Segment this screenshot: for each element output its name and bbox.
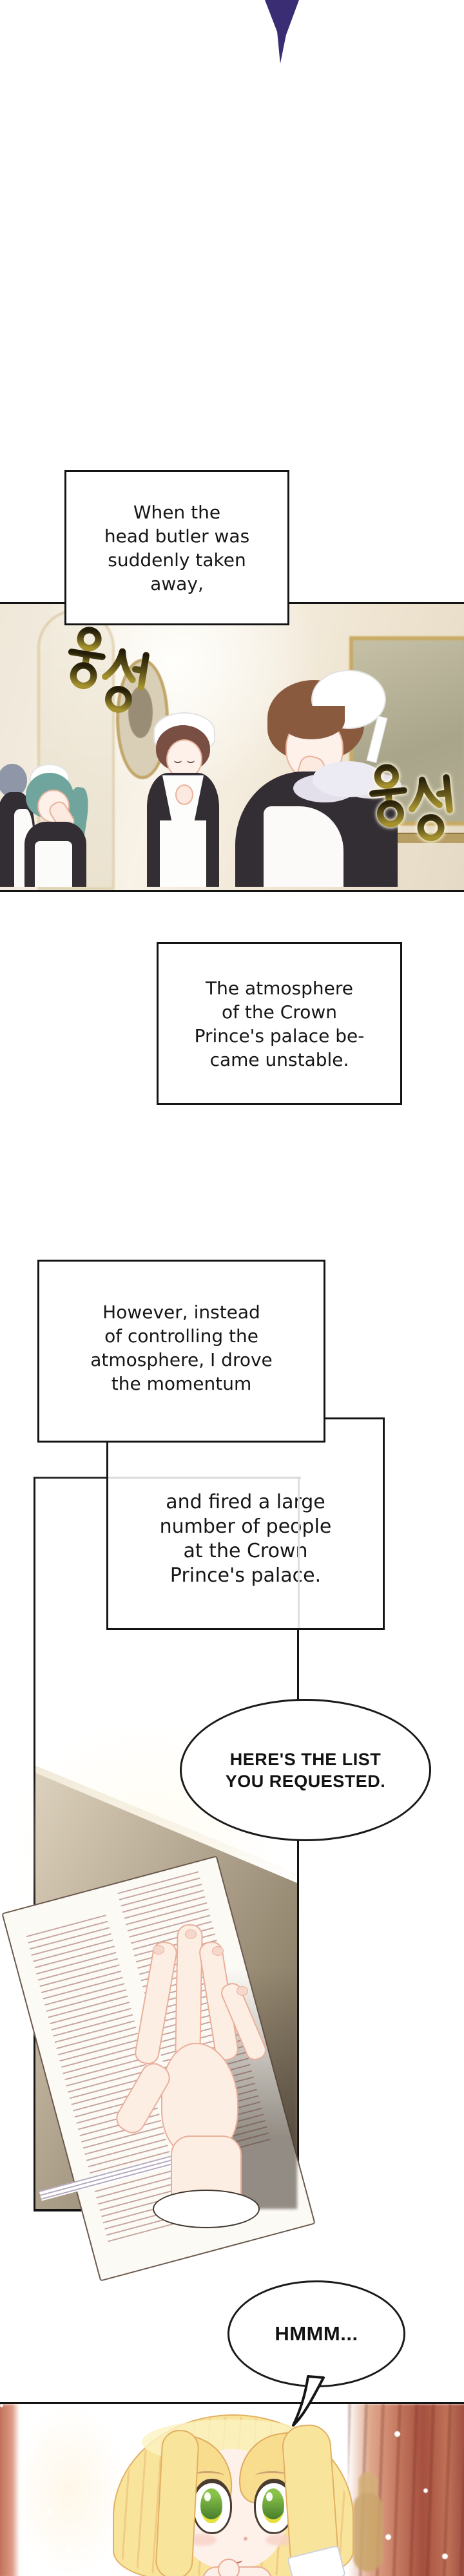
clasped-hands: [175, 784, 193, 805]
panel-maids-hall: 웅성 웅성: [0, 602, 464, 892]
narration-line: Prince's palace be-: [194, 1025, 365, 1046]
narration-line: away,: [150, 573, 204, 594]
iris: [200, 2488, 222, 2523]
blush: [187, 2534, 217, 2546]
narration-line: of the Crown: [222, 1001, 337, 1023]
maid-hair: [0, 764, 27, 797]
narration-line: Prince's palace.: [169, 1564, 322, 1587]
sfx-glyphs: [68, 627, 150, 713]
iris: [262, 2488, 284, 2523]
narration-line: the momentum: [111, 1373, 252, 1394]
eye-highlight: [266, 2492, 273, 2501]
fingernail: [212, 1946, 224, 1956]
panel-girl-thinking: [0, 2402, 464, 2576]
fingernail: [153, 1945, 164, 1955]
narration-box-2: The atmosphere of the Crown Prince's pal…: [157, 942, 402, 1105]
maid-clasped-hands: [143, 712, 224, 887]
narration-line: came unstable.: [209, 1048, 349, 1070]
finger: [133, 1940, 179, 2066]
eye-left: [192, 2479, 232, 2534]
sfx-glyphs: [369, 764, 453, 842]
narration-line: When the: [133, 501, 221, 523]
hand-on-paper: [111, 1924, 280, 2228]
bubble-line: HERE'S THE LIST: [229, 1749, 382, 1769]
narration-box-4: and fired a large number of people at th…: [106, 1417, 385, 1630]
front-hair-strand: [154, 2429, 200, 2576]
hair-fringe: [283, 706, 345, 739]
narration-line: number of people: [159, 1515, 332, 1538]
closed-eye: [174, 757, 182, 763]
panel-border-seam: [298, 1479, 300, 1628]
narration-box-3: However, instead of controlling the atmo…: [37, 1260, 325, 1443]
narration-line: However, instead: [102, 1302, 260, 1323]
narration-line: of controlling the: [104, 1325, 258, 1347]
speech-bubble-list: HERE'S THE LIST YOU REQUESTED.: [180, 1699, 431, 1841]
speech-bubble-tail: [292, 2375, 325, 2427]
panel-border-seam: [108, 1477, 301, 1479]
curled-finger: [218, 2559, 240, 2576]
eyebrow: [191, 2471, 224, 2481]
narration-box-1: When the head butler was suddenly taken …: [64, 470, 289, 625]
bubble-line: HMMM...: [275, 2322, 358, 2345]
hand-on-chin: [202, 2559, 272, 2576]
finger: [175, 1924, 203, 2061]
bubble-line: YOU REQUESTED.: [225, 1771, 386, 1791]
sfx-murmur-right: 웅성: [360, 756, 464, 862]
nose: [244, 2537, 247, 2541]
sparkles: [0, 2404, 3, 2407]
maid-foreground: [235, 670, 398, 887]
eyebrow: [255, 2471, 289, 2481]
sleeve-cuff: [153, 2190, 260, 2228]
sfx-murmur-left: 웅성: [57, 623, 155, 731]
curtain-left: [0, 2404, 19, 2576]
narration-line: The atmosphere: [206, 977, 353, 999]
speech-bubble-tail-top: [265, 0, 299, 64]
narration-line: and fired a large: [166, 1491, 325, 1513]
narration-line: head butler was: [104, 525, 250, 547]
eye-highlight: [204, 2492, 211, 2501]
speech-bubble-hmm: HMMM...: [227, 2280, 405, 2387]
closed-eye: [187, 757, 195, 763]
maid-whispering: [24, 764, 97, 887]
gold-ornament: [353, 2493, 383, 2571]
narration-line: atmosphere, I drove: [90, 1349, 273, 1370]
maid-apron: [160, 820, 206, 887]
narration-line: suddenly taken: [108, 549, 246, 571]
narration-line: at the Crown: [183, 1540, 308, 1562]
portrait-figure: [128, 687, 153, 738]
window-light: [12, 2404, 128, 2576]
maid-apron: [264, 806, 343, 887]
fingernail: [237, 1986, 248, 1996]
girl-figure: [103, 2407, 361, 2576]
fingernail: [185, 1929, 197, 1939]
maid-apron: [35, 841, 72, 887]
blush: [266, 2534, 295, 2546]
